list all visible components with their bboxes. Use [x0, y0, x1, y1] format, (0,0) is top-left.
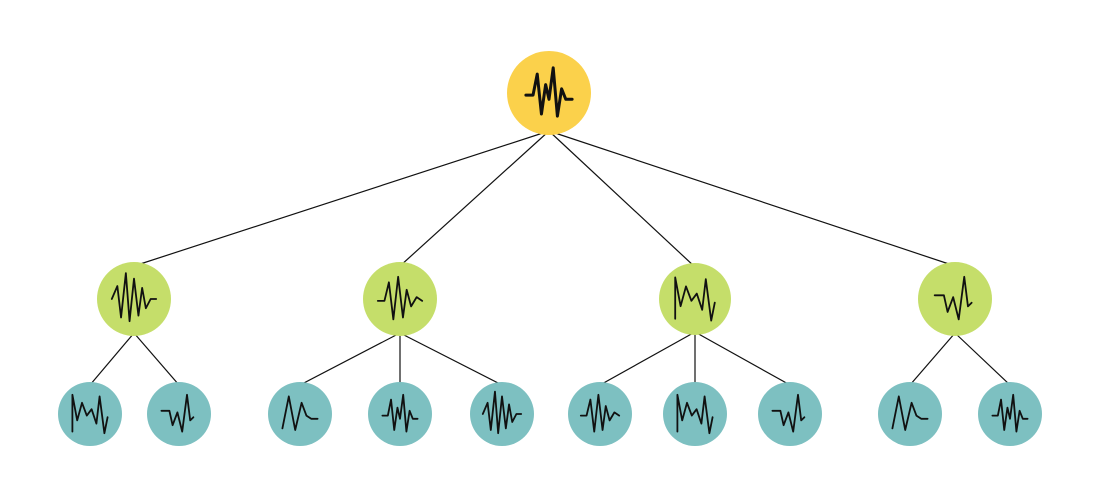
- leaf-node-3-3-circle: [758, 382, 822, 446]
- leaf-node-2-3: [470, 382, 534, 446]
- leaf-node-4-1: [878, 382, 942, 446]
- waveform-icon: [992, 395, 1027, 432]
- leaf-node-2-2: [368, 382, 432, 446]
- leaf-node-1-2: [147, 382, 211, 446]
- edge-root-to-node-3: [548, 130, 696, 268]
- middle-node-1: [97, 262, 171, 336]
- waveform-icon: [378, 277, 422, 320]
- middle-node-2: [363, 262, 437, 336]
- edge-root-to-node-1: [133, 130, 550, 267]
- middle-node-4-circle: [918, 262, 992, 336]
- edge-root-to-node-4: [548, 130, 956, 267]
- leaf-node-3-3: [758, 382, 822, 446]
- leaf-node-1-2-circle: [147, 382, 211, 446]
- leaf-node-3-1: [568, 382, 632, 446]
- middle-node-1-circle: [97, 262, 171, 336]
- waveform-icon: [935, 277, 972, 320]
- waveform-icon: [72, 395, 107, 433]
- edge-node-3-to-leaf-3: [694, 331, 791, 386]
- middle-node-3: [659, 263, 731, 335]
- leaf-node-4-1-circle: [878, 382, 942, 446]
- waveform-icon: [581, 395, 619, 432]
- tree-nodes: [58, 51, 1042, 446]
- edge-node-4-to-leaf-2: [954, 332, 1011, 386]
- waveform-icon: [772, 395, 804, 432]
- edge-root-to-node-2: [399, 130, 550, 267]
- leaf-node-1-1: [58, 382, 122, 446]
- tree-edges: [89, 130, 1011, 386]
- waveform-icon: [382, 395, 417, 432]
- edge-node-2-to-leaf-1: [299, 332, 401, 386]
- root-node: [507, 51, 591, 135]
- leaf-node-2-1-circle: [268, 382, 332, 446]
- waveform-icon: [526, 68, 572, 116]
- waveform-icon: [161, 395, 193, 432]
- middle-node-3-circle: [659, 263, 731, 335]
- waveform-icon: [112, 273, 156, 321]
- edge-node-1-to-leaf-1: [89, 332, 135, 386]
- waveform-icon: [892, 396, 927, 430]
- waveform-icon: [483, 392, 521, 434]
- leaf-node-2-3-circle: [470, 382, 534, 446]
- leaf-node-3-2: [663, 382, 727, 446]
- edge-node-4-to-leaf-1: [909, 332, 956, 386]
- edge-node-2-to-leaf-3: [399, 332, 503, 386]
- waveform-icon: [675, 277, 715, 320]
- waveform-icon: [677, 395, 712, 433]
- leaf-node-2-1: [268, 382, 332, 446]
- leaf-node-1-1-circle: [58, 382, 122, 446]
- edge-node-3-to-leaf-1: [599, 331, 696, 386]
- waveform-icon: [282, 396, 317, 430]
- leaf-node-3-2-circle: [663, 382, 727, 446]
- middle-node-4: [918, 262, 992, 336]
- edge-node-1-to-leaf-2: [133, 332, 180, 386]
- leaf-node-4-2: [978, 382, 1042, 446]
